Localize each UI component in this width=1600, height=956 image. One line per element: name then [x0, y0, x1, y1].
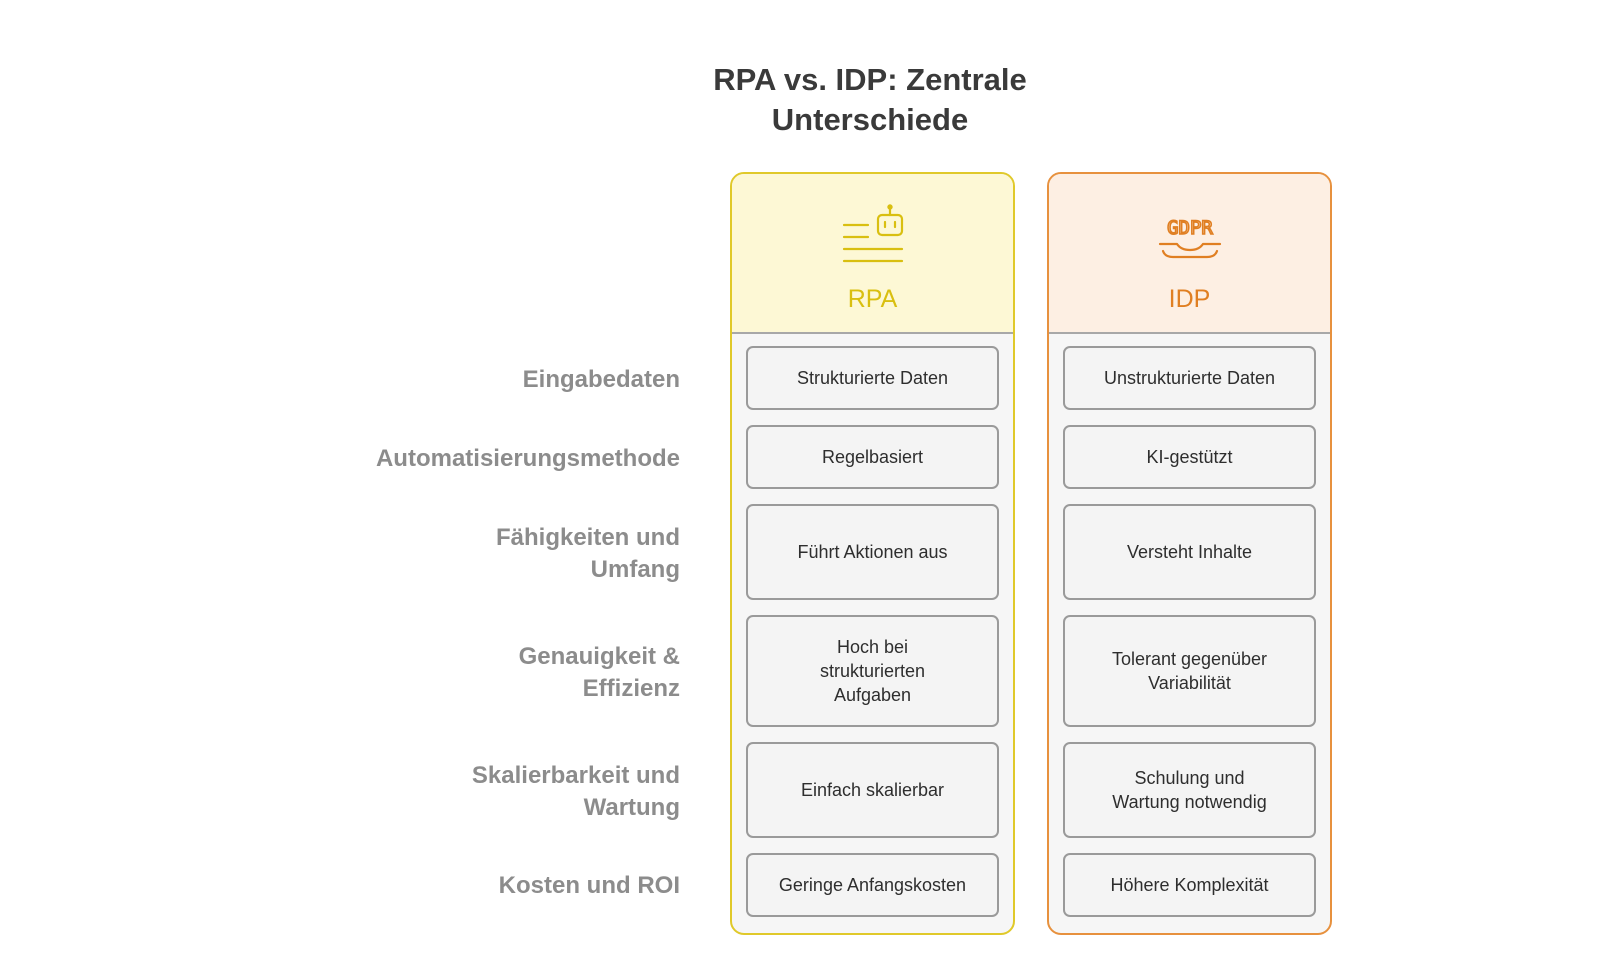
rpa-cell-genauigkeit: Hoch bei strukturierten Aufgaben	[746, 615, 999, 727]
rpa-cell-eingabedaten: Strukturierte Daten	[746, 346, 999, 410]
title-line-2: Unterschiede	[771, 102, 969, 137]
rpa-cell-automatisierungsmethode: Regelbasiert	[746, 425, 999, 489]
idp-label: IDP	[1168, 285, 1211, 313]
rpa-column: RPA Strukturierte Daten Regelbasiert Füh…	[730, 172, 1015, 935]
rpa-cell-skalierbarkeit: Einfach skalierbar	[746, 742, 999, 838]
rpa-column-header: RPA	[732, 174, 1013, 334]
idp-cell-eingabedaten: Unstrukturierte Daten	[1063, 346, 1316, 410]
idp-cell-faehigkeiten: Versteht Inhalte	[1063, 504, 1316, 600]
idp-column-header: GDPR IDP	[1049, 174, 1330, 334]
rpa-label: RPA	[847, 285, 898, 313]
idp-cell-genauigkeit: Tolerant gegenüber Variabilität	[1063, 615, 1316, 727]
row-label-eingabedaten: Eingabedaten	[522, 366, 680, 393]
idp-cell-skalierbarkeit: Schulung und Wartung notwendig	[1063, 742, 1316, 838]
row-label-genauigkeit: Genauigkeit & Effizienz	[518, 643, 680, 702]
row-label-automatisierungsmethode: Automatisierungsmethode	[375, 445, 680, 472]
idp-column: GDPR IDP Unstrukturierte Daten KI-gestüt…	[1047, 172, 1332, 935]
title-line-1: RPA vs. IDP: Zentrale	[713, 62, 1027, 97]
rpa-cell-faehigkeiten: Führt Aktionen aus	[746, 504, 999, 600]
diagram-title: RPA vs. IDP: Zentrale Unterschiede	[700, 60, 1040, 140]
idp-cell-kosten: Höhere Komplexität	[1063, 853, 1316, 917]
gdpr-icon: GDPR	[1158, 216, 1221, 259]
idp-cell-automatisierungsmethode: KI-gestützt	[1063, 425, 1316, 489]
row-label-kosten: Kosten und ROI	[498, 872, 680, 899]
row-label-faehigkeiten: Fähigkeiten und Umfang	[495, 524, 680, 583]
row-label-skalierbarkeit: Skalierbarkeit und Wartung	[471, 762, 680, 821]
rpa-cell-kosten: Geringe Anfangskosten	[746, 853, 999, 917]
robot-document-icon	[842, 204, 903, 263]
gdpr-icon-text: GDPR	[1167, 217, 1213, 239]
